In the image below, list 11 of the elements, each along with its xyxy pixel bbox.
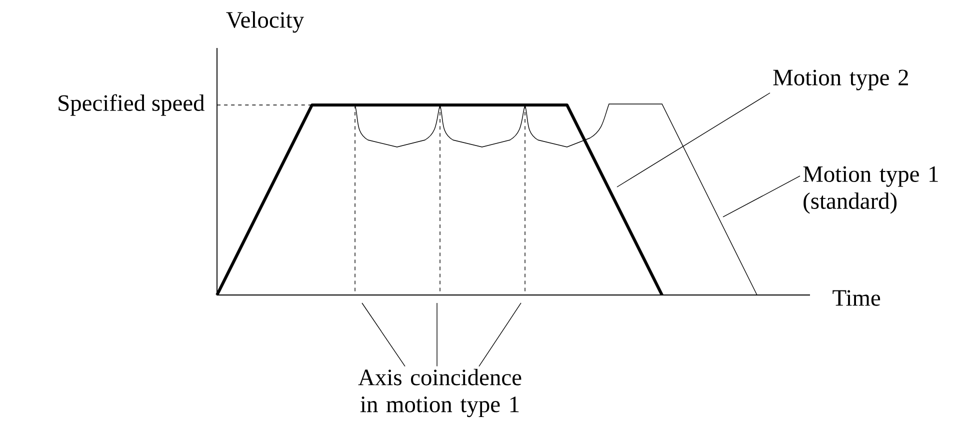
axis-label: Specified speed <box>58 94 204 116</box>
leader-line <box>722 176 800 218</box>
curve-label: Axis coincidence in motion type 1 <box>358 368 522 418</box>
curve-label: Motion type 2 <box>773 70 908 90</box>
axis-label: Velocity <box>226 11 304 33</box>
leader-line <box>616 92 770 188</box>
curve-label: Motion type 1 (standard) <box>803 166 938 214</box>
leader-line <box>478 302 522 367</box>
leader-line <box>362 302 406 367</box>
axis-label: Time <box>832 290 880 306</box>
leader-line <box>436 302 438 367</box>
